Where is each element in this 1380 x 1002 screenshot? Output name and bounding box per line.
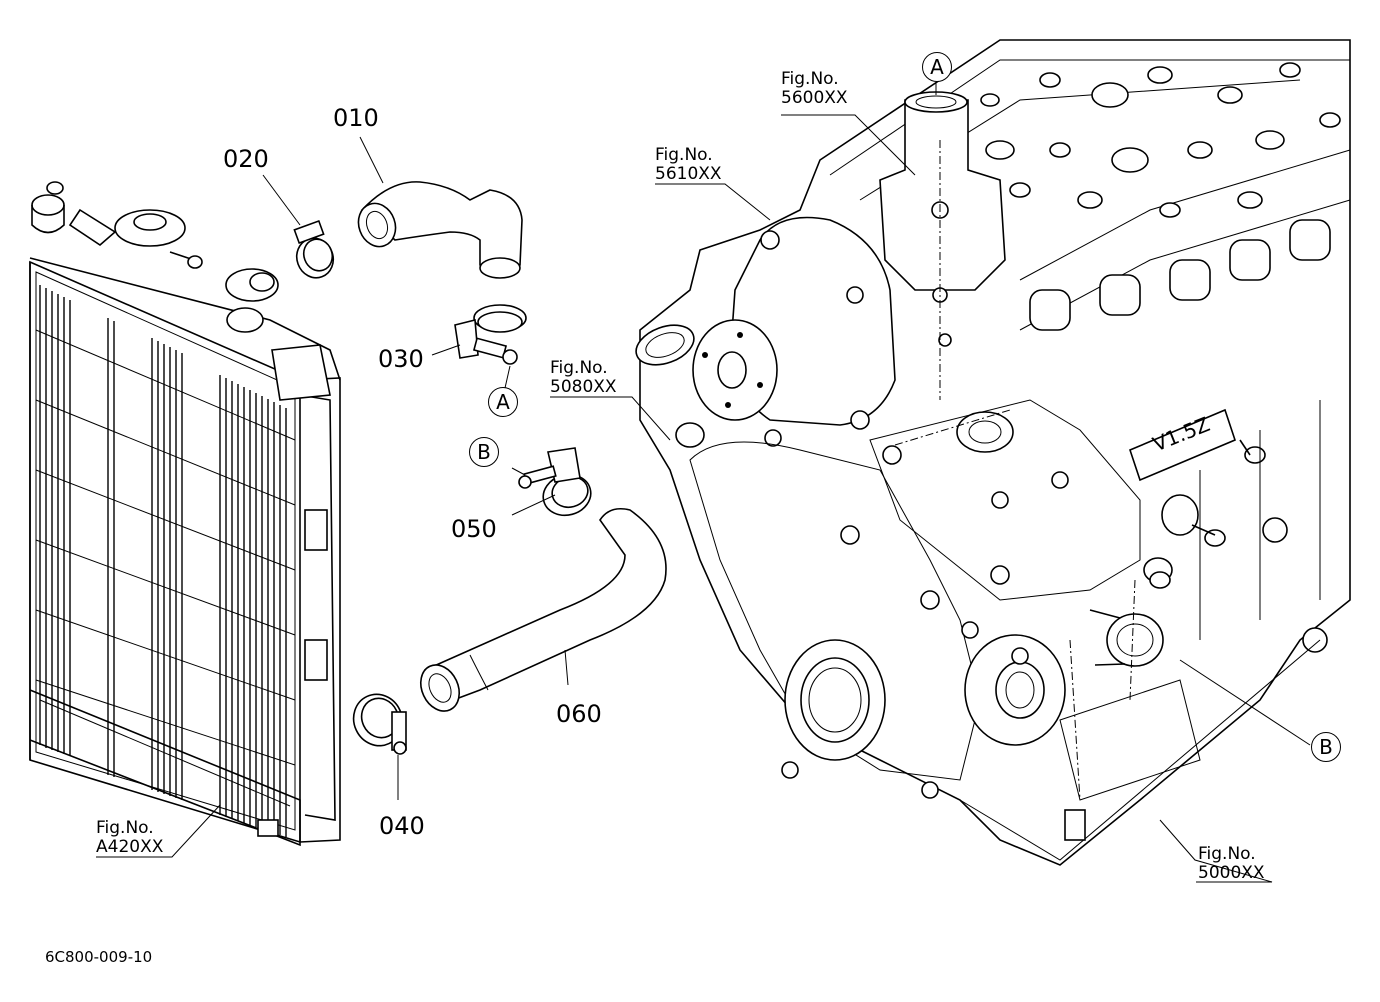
upper-hose-010 — [357, 181, 523, 279]
figure-ref-5080xx: Fig.No. 5080XX — [550, 359, 617, 397]
clamp-020 — [293, 219, 335, 279]
clamp-050 — [518, 447, 592, 517]
part-number-040: 040 — [379, 812, 425, 840]
figure-ref-code: 5080XX — [550, 377, 617, 397]
figure-ref-label: Fig.No. — [1198, 844, 1256, 864]
lower-hose-060 — [419, 507, 667, 712]
figure-ref-5600xx: Fig.No. 5600XX — [781, 70, 848, 108]
figure-ref-label: Fig.No. — [655, 145, 713, 165]
radiator — [29, 181, 341, 847]
figure-ref-code: A420XX — [96, 837, 164, 857]
callout-b-clamp: B — [469, 437, 499, 467]
figure-ref-code: 5000XX — [1198, 863, 1265, 883]
part-number-050: 050 — [451, 515, 497, 543]
callout-a-engine: A — [922, 52, 952, 82]
part-number-060: 060 — [556, 700, 602, 728]
callout-b-engine: B — [1311, 732, 1341, 762]
callout-a-hose: A — [488, 387, 518, 417]
clamp-030 — [454, 304, 527, 365]
figure-ref-5000xx: Fig.No. 5000XX — [1198, 845, 1265, 883]
figure-ref-label: Fig.No. — [550, 358, 608, 378]
leader-lines — [96, 82, 1311, 883]
clamp-040 — [352, 693, 407, 755]
part-number-020: 020 — [223, 145, 269, 173]
figure-ref-label: Fig.No. — [96, 818, 154, 838]
figure-ref-code: 5610XX — [655, 164, 722, 184]
engine-block — [635, 39, 1351, 866]
drawing-code: 6C800-009-10 — [45, 948, 153, 966]
figure-ref-code: 5600XX — [781, 88, 848, 108]
figure-ref-label: Fig.No. — [781, 69, 839, 89]
part-number-010: 010 — [333, 104, 379, 132]
part-number-030: 030 — [378, 345, 424, 373]
figure-ref-5610xx: Fig.No. 5610XX — [655, 146, 722, 184]
figure-ref-a420xx: Fig.No. A420XX — [96, 819, 163, 857]
